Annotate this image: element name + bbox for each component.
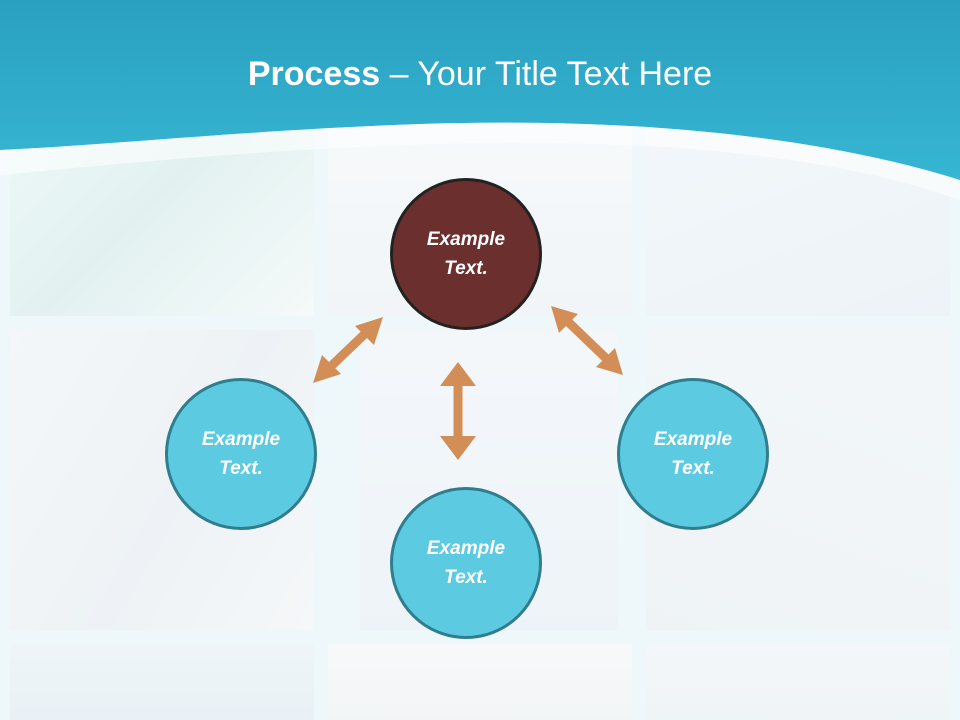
arrow-top-left [313,317,383,383]
header-band [0,0,960,200]
node-right: Example Text. [617,378,769,530]
photo-bottom-right [646,644,950,720]
photo-bottom-left [10,644,314,720]
slide-title: Process – Your Title Text Here [0,50,960,98]
node-left: Example Text. [165,378,317,530]
title-bold: Process [247,55,381,93]
arrow-top-right [551,306,623,375]
arrow-center-vertical [440,362,476,460]
node-bottom-label: Example Text. [426,538,506,588]
node-left-label: Example Text. [201,429,281,479]
node-right-label: Example Text. [653,429,733,479]
photo-doctors [328,120,632,316]
node-top: Example Text. [390,178,542,330]
node-top-label: Example Text. [426,229,506,279]
title-rest: – Your Title Text Here [380,55,713,93]
photo-bottom-center [328,644,632,720]
node-bottom: Example Text. [390,487,542,639]
